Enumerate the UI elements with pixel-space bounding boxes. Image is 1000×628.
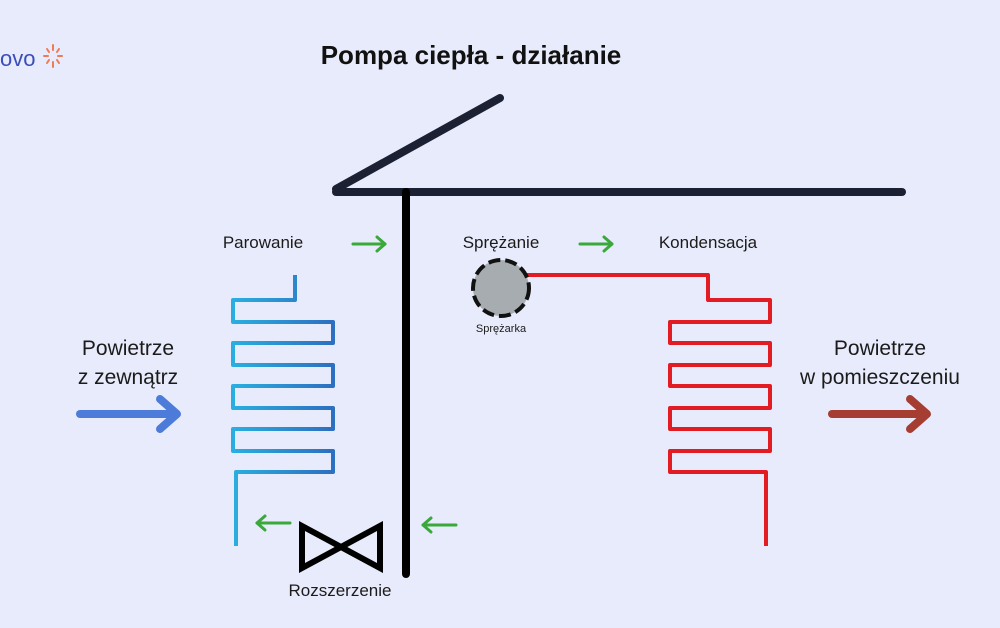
sunburst-icon <box>43 44 63 68</box>
logo-text: ovo <box>0 46 35 71</box>
outside-air-arrow-icon <box>76 395 181 433</box>
compressor-icon <box>471 258 531 318</box>
outside-air-label-line1: Powietrze <box>82 337 174 360</box>
stage-label-evaporation: Parowanie <box>223 233 303 252</box>
compressor-label: Sprężarka <box>476 323 527 335</box>
stage-label-condensation: Kondensacja <box>659 233 758 252</box>
brand-logo: ovo <box>0 44 63 71</box>
condenser-coil <box>406 273 772 548</box>
house-outline <box>332 94 906 196</box>
expansion-valve-icon <box>299 520 383 574</box>
arrow-right-icon <box>578 235 614 253</box>
roof-line <box>332 94 504 193</box>
stage-label-compression: Sprężanie <box>463 233 540 252</box>
arrow-left-icon <box>255 514 292 532</box>
stage-label-expansion: Rozszerzenie <box>289 581 392 600</box>
evaporator-coil <box>231 273 406 548</box>
arrow-right-icon <box>351 235 387 253</box>
indoor-air-label-line2: w pomieszczeniu <box>799 366 960 389</box>
indoor-air-label-line1: Powietrze <box>834 337 926 360</box>
indoor-air-arrow-icon <box>828 395 931 433</box>
arrow-left-icon <box>421 516 458 534</box>
outside-air-label-line2: z zewnątrz <box>78 366 178 389</box>
page-title: Pompa ciepła - działanie <box>321 40 622 70</box>
